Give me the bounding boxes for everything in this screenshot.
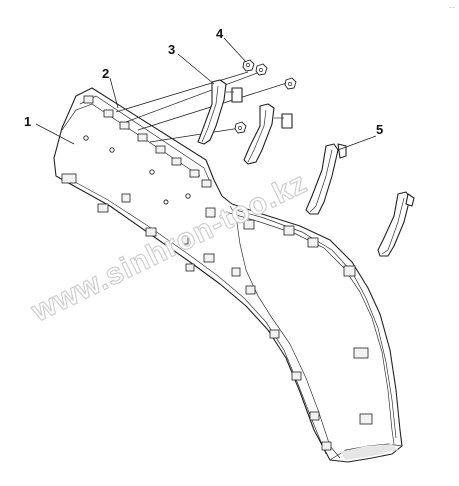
mounting-holes xyxy=(83,135,191,205)
callout-2: 2 xyxy=(102,66,109,81)
bracket-middle xyxy=(243,103,293,165)
leader-1 xyxy=(35,123,75,145)
callout-5: 5 xyxy=(376,122,383,137)
leader-2 xyxy=(109,77,119,109)
long-bracket-upper xyxy=(305,143,347,215)
mounting-bolts xyxy=(115,71,291,143)
callout-1: 1 xyxy=(24,114,31,129)
leader-4 xyxy=(223,37,247,63)
callout-3: 3 xyxy=(168,42,175,57)
nut-d xyxy=(234,121,247,134)
nuts xyxy=(234,59,297,134)
leader-5 xyxy=(337,135,377,151)
callout-4: 4 xyxy=(216,26,224,41)
bracket-left xyxy=(197,79,243,145)
nut-b xyxy=(255,63,268,76)
long-bracket-lower xyxy=(377,191,415,257)
fender-panel xyxy=(53,87,403,463)
callout-leaders xyxy=(35,37,377,151)
panel-face-clips xyxy=(61,173,373,451)
nut-a xyxy=(242,59,255,72)
nut-c xyxy=(284,77,297,90)
corner-mark: — xyxy=(449,5,455,11)
top-edge-clips xyxy=(83,95,212,188)
leader-3 xyxy=(177,53,215,85)
